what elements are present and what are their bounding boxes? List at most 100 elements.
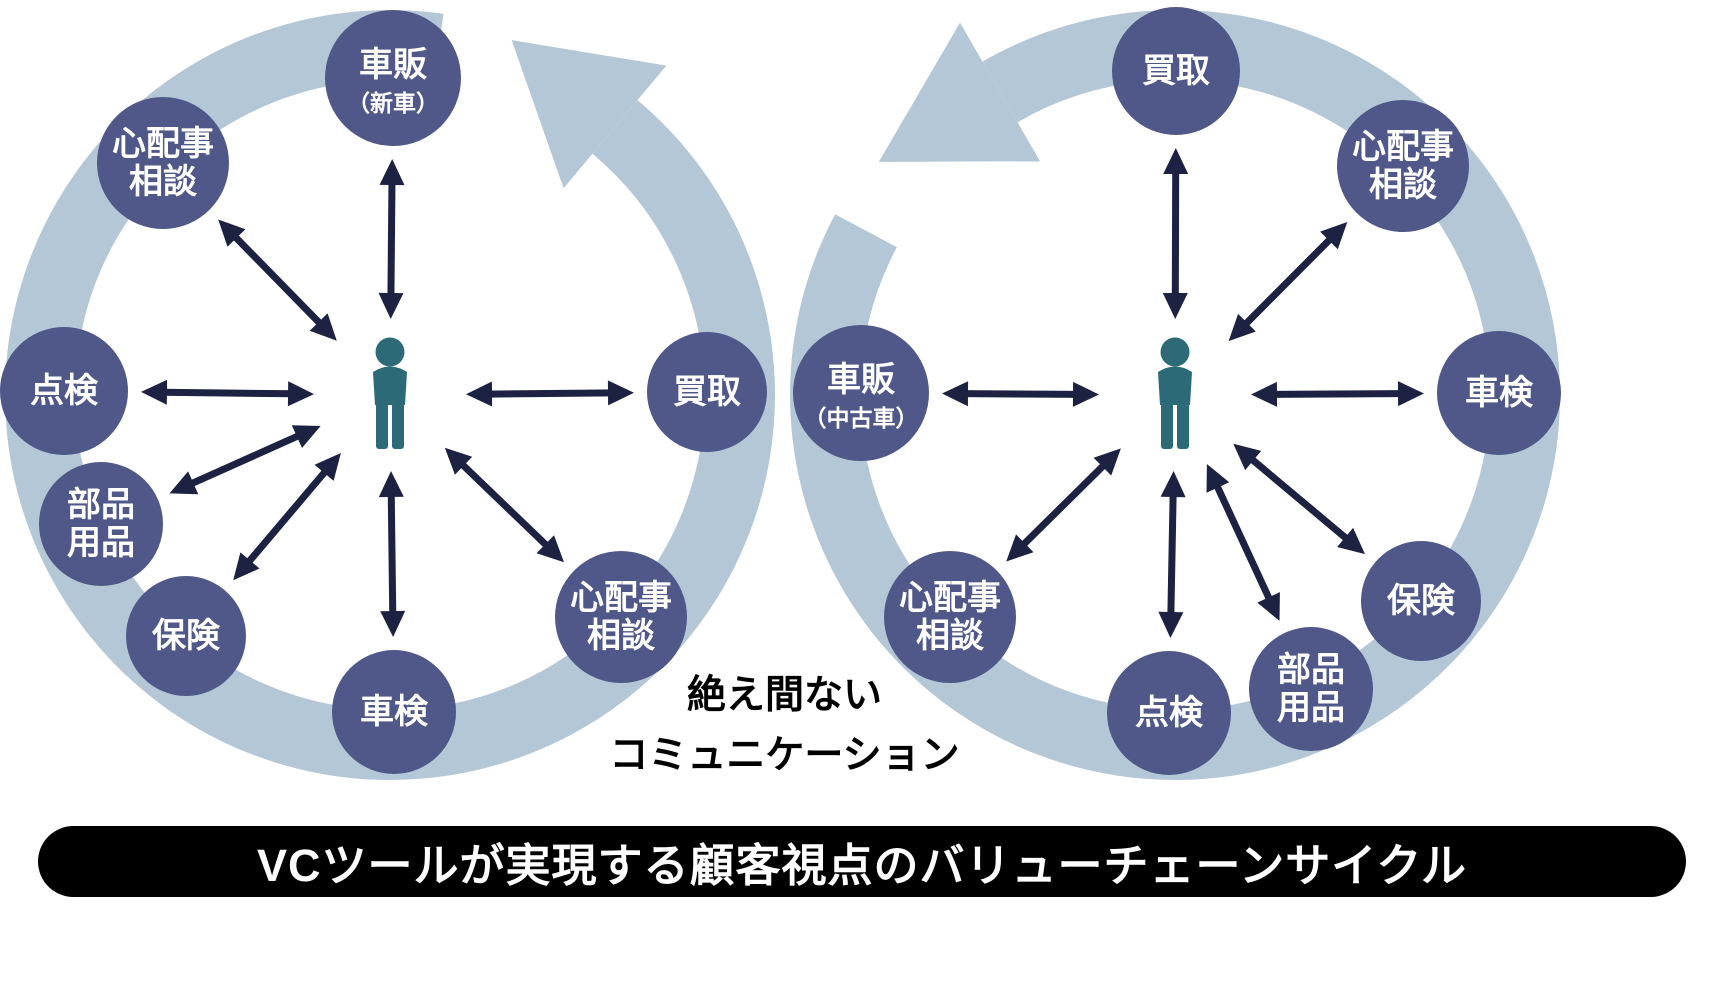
service-node: 保険	[126, 576, 246, 696]
service-node-label: 部品	[67, 486, 135, 524]
double-headed-arrow-icon	[378, 471, 406, 637]
arrowhead-outer	[380, 610, 406, 637]
arrowhead-outer	[379, 159, 405, 186]
double-headed-arrow-icon	[1158, 471, 1186, 638]
arrowhead-inner	[1228, 313, 1256, 342]
arrow-shaft	[186, 430, 304, 489]
service-node-label: 保険	[1387, 582, 1456, 620]
service-node-label: 買取	[673, 373, 741, 411]
arrowhead-outer	[942, 381, 969, 407]
double-headed-arrow-icon	[233, 453, 341, 581]
service-node-label: 車販	[359, 46, 428, 84]
arrowhead-outer	[1158, 611, 1184, 638]
arrowhead-outer	[607, 380, 634, 406]
double-headed-arrow-icon	[141, 379, 314, 407]
arrow-shaft	[1246, 453, 1352, 544]
service-node: 点検	[1107, 651, 1231, 775]
person-leg-left	[376, 403, 388, 449]
arrow-shaft	[1167, 490, 1177, 619]
service-node-label: 相談	[916, 617, 985, 655]
arrow-shaft	[1240, 233, 1336, 330]
service-node-circle	[1107, 651, 1231, 775]
arrowhead-inner	[1233, 443, 1262, 471]
arrow-shaft	[243, 466, 331, 568]
person-icon	[1158, 337, 1192, 449]
double-headed-arrow-icon	[378, 159, 405, 319]
service-node-circle	[1112, 7, 1240, 135]
service-node-circle	[325, 10, 461, 146]
person-leg-right	[1177, 403, 1189, 449]
banner: VCツールが実現する顧客視点のバリューチェーンサイクル	[38, 826, 1686, 897]
double-headed-arrow-icon	[1251, 381, 1424, 407]
arrowhead-inner	[1160, 471, 1186, 498]
circular-arrowhead-icon	[878, 22, 1040, 162]
service-node: 保険	[1361, 541, 1481, 661]
service-node-label: 買取	[1142, 52, 1210, 90]
arrow-shaft	[387, 490, 397, 618]
arrowhead-outer	[169, 471, 199, 495]
person-head	[1160, 337, 1190, 367]
person-head	[375, 337, 405, 367]
service-node-label: 部品	[1277, 651, 1345, 689]
service-node-label: 心配事	[112, 125, 214, 163]
arrowhead-inner	[291, 425, 321, 448]
arrow-shaft	[229, 231, 326, 329]
service-node-label: 車検	[360, 693, 429, 731]
arrow-shaft	[961, 390, 1080, 398]
service-node-label: 車検	[1465, 374, 1534, 412]
arrowhead-inner	[309, 313, 337, 341]
service-node-circle	[1361, 541, 1481, 661]
service-node-circle	[97, 97, 229, 229]
arrow-shaft	[387, 178, 396, 300]
service-node-label: 用品	[67, 524, 135, 562]
double-headed-arrow-icon	[1233, 443, 1365, 555]
double-headed-arrow-icon	[942, 381, 1099, 407]
arrowhead-inner	[466, 381, 493, 407]
service-node-label: 用品	[1277, 689, 1345, 727]
caption-line2: コミュニケーション	[609, 734, 960, 777]
service-node: 車販（中古車）	[793, 325, 929, 461]
service-node-label: （中古車）	[804, 405, 919, 431]
arrowhead-outer	[1320, 222, 1348, 250]
service-node: 車検	[332, 650, 456, 774]
arrowhead-outer	[1163, 148, 1189, 174]
double-headed-arrow-icon	[1206, 464, 1280, 621]
arrowhead-inner	[378, 292, 404, 319]
arrow-shaft	[1270, 390, 1405, 398]
service-node-circle	[126, 576, 246, 696]
service-node: 買取	[1112, 7, 1240, 135]
service-node-label: （新車）	[347, 90, 439, 116]
service-node-label: 心配事	[1352, 128, 1454, 166]
service-node-circle	[39, 462, 163, 586]
banner-title: VCツールが実現する顧客視点のバリューチェーンサイクル	[256, 840, 1467, 891]
arrow-shaft	[1018, 459, 1110, 550]
service-node-label: 相談	[129, 163, 198, 201]
arrowhead-outer	[218, 219, 246, 247]
person-torso	[373, 366, 407, 405]
arrowhead-inner	[378, 471, 404, 498]
arrow-shaft	[456, 458, 553, 551]
double-headed-arrow-icon	[169, 425, 321, 495]
service-node-label: 相談	[587, 617, 656, 655]
double-headed-arrow-icon	[1006, 448, 1121, 562]
person-leg-left	[1161, 403, 1173, 449]
service-node-label: 心配事	[570, 579, 672, 617]
service-node-circle	[884, 551, 1016, 683]
caption: 絶え間ない コミュニケーション	[592, 666, 977, 786]
caption-line1: 絶え間ない	[686, 674, 882, 717]
double-headed-arrow-icon	[444, 447, 564, 563]
double-headed-arrow-icon	[1228, 222, 1348, 342]
service-node-circle	[332, 650, 456, 774]
service-node: 車販 （新車）	[325, 10, 461, 146]
arrow-shaft	[1212, 480, 1275, 605]
arrowhead-inner	[1093, 448, 1121, 476]
double-headed-arrow-icon	[466, 380, 634, 407]
